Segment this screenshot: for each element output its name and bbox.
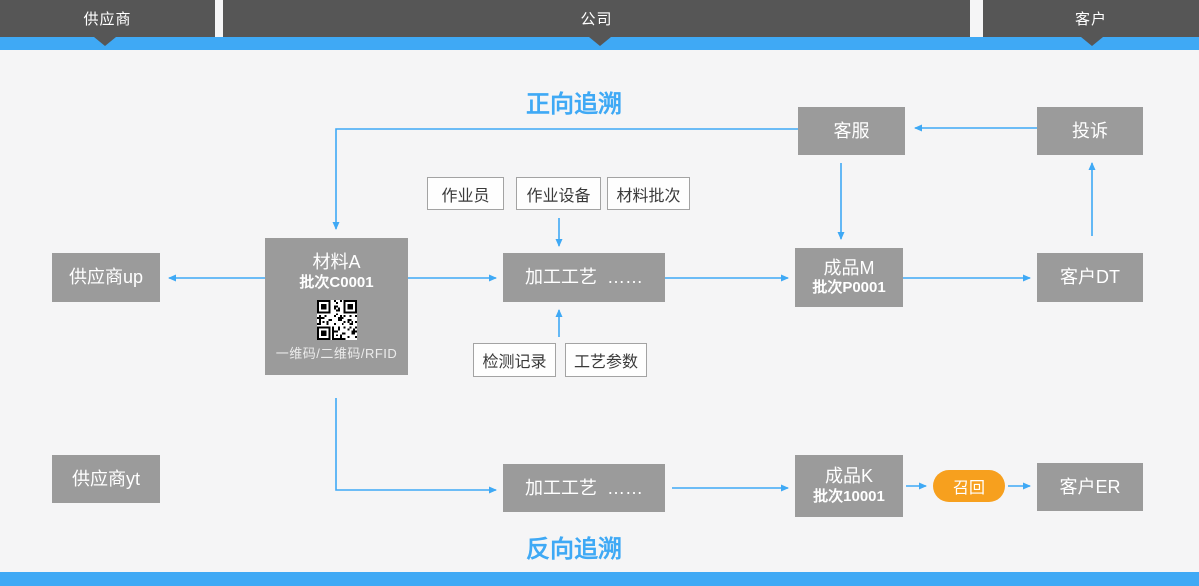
recall-badge-label: 召回 [952,480,985,497]
node-supplier-up: 供应商up [52,253,160,302]
node-material-a-name: 材料A [312,252,361,273]
node-complaint-label: 投诉 [1072,120,1108,141]
lane-pointer-customer-icon [1081,37,1103,46]
node-process-2: 加工工艺 …… [503,464,665,512]
node-product-k-name: 成品K [824,466,873,487]
lane-header-supplier: 供应商 [0,0,215,37]
qr-code-icon [316,299,357,340]
lane-header-customer-label: 客户 [1074,11,1107,28]
node-customer-er-label: 客户ER [1059,476,1121,497]
tag-inspection-record-label: 检测记录 [482,354,547,371]
tag-operator: 作业员 [427,177,504,210]
node-process-2-label: 加工工艺 …… [524,477,643,498]
node-supplier-up-label: 供应商up [68,267,144,288]
node-customer-er: 客户ER [1037,463,1143,511]
tag-equipment: 作业设备 [516,177,601,210]
tag-equipment-label: 作业设备 [526,187,591,205]
node-material-a: 材料A 批次C0001 一维码/二维码/RFID [265,238,408,375]
node-customer-dt-label: 客户DT [1060,267,1120,288]
node-supplier-yt: 供应商yt [52,455,160,503]
lane-header-supplier-label: 供应商 [83,11,132,28]
node-product-m-name: 成品M [823,257,875,278]
node-process-1-label: 加工工艺 …… [524,267,643,288]
bottom-accent-bar [0,572,1199,586]
node-customer-service: 客服 [798,107,905,155]
node-material-a-caption: 一维码/二维码/RFID [275,345,398,361]
lane-header-company: 公司 [223,0,970,37]
backward-trace-title: 反向追溯 [526,536,622,563]
recall-badge: 召回 [933,470,1005,502]
tag-process-params-label: 工艺参数 [573,354,638,371]
lane-pointer-company-icon [589,37,611,46]
node-supplier-yt-label: 供应商yt [71,468,140,489]
node-customer-dt: 客户DT [1037,253,1143,302]
node-material-a-batch: 批次C0001 [299,273,374,291]
tag-operator-label: 作业员 [441,187,490,205]
lane-pointer-supplier-icon [94,37,116,46]
node-complaint: 投诉 [1037,107,1143,155]
node-product-m: 成品M 批次P0001 [795,248,903,307]
node-product-m-batch: 批次P0001 [812,279,886,297]
node-product-k-batch: 批次10001 [813,487,885,505]
lane-header-customer: 客户 [983,0,1199,37]
tag-material-batch-label: 材料批次 [616,187,681,205]
tag-inspection-record: 检测记录 [473,343,556,377]
tag-process-params: 工艺参数 [565,343,647,377]
node-product-k: 成品K 批次10001 [795,455,903,517]
lane-header-company-label: 公司 [580,11,613,28]
node-customer-service-label: 客服 [833,120,870,141]
forward-trace-title: 正向追溯 [526,91,622,118]
node-process-1: 加工工艺 …… [503,253,665,302]
tag-material-batch: 材料批次 [607,177,690,210]
